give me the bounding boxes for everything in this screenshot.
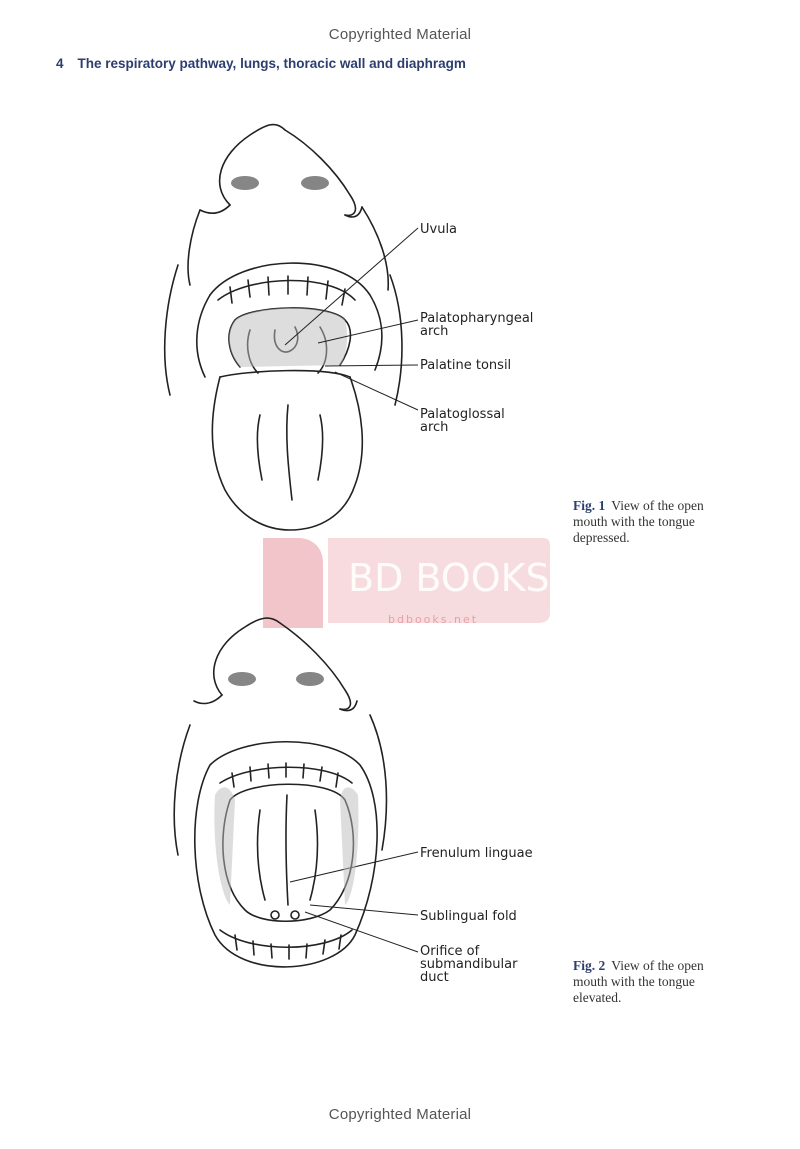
label-orifice-2: submandibular xyxy=(420,957,518,972)
figure-2-illustration xyxy=(173,617,388,968)
label-palatine-tonsil: Palatine tonsil xyxy=(420,358,512,373)
running-head: 4 The respiratory pathway, lungs, thoraci… xyxy=(56,56,466,71)
label-palatoglossal-1: Palatoglossal xyxy=(420,407,505,422)
copyright-top: Copyrighted Material xyxy=(328,26,472,43)
label-palatopharyngeal-2: arch xyxy=(420,324,449,339)
page-number: 4 xyxy=(56,56,64,71)
caption-fig-1-text: View of the open mouth with the tongue d… xyxy=(573,498,704,545)
watermark-url: bdbooks.net xyxy=(388,613,478,626)
caption-fig-2-number: Fig. 2 xyxy=(573,958,606,973)
copyright-bottom: Copyrighted Material xyxy=(328,1106,472,1123)
label-orifice-3: duct xyxy=(420,970,449,985)
label-frenulum-linguae: Frenulum linguae xyxy=(420,846,533,861)
label-uvula: Uvula xyxy=(420,222,458,237)
label-sublingual-fold: Sublingual fold xyxy=(420,909,517,924)
bd-books-watermark: BD BOOKS bdbooks.net xyxy=(263,538,550,628)
caption-fig-2-text: View of the open mouth with the tongue e… xyxy=(573,958,704,1005)
chapter-title: The respiratory pathway, lungs, thoracic… xyxy=(77,56,466,71)
label-palatopharyngeal-1: Palatopharyngeal xyxy=(420,311,534,326)
caption-fig-1-number: Fig. 1 xyxy=(573,498,606,513)
label-palatoglossal-2: arch xyxy=(420,420,449,435)
watermark-brand: BD BOOKS xyxy=(348,556,550,600)
label-orifice-1: Orifice of xyxy=(420,944,480,959)
